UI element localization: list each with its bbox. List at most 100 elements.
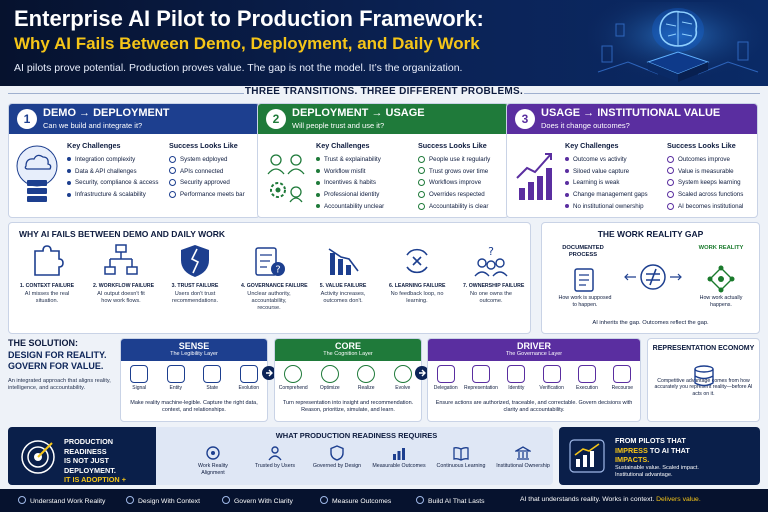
layer-subtitle: The Cognition Layer: [323, 351, 373, 357]
layer-sense: SENSE The Legibility Layer Signal Entity…: [120, 338, 268, 422]
layer-item: Recourse: [605, 365, 639, 391]
gear-icon: [126, 496, 134, 504]
people-question-icon: ?: [474, 245, 508, 277]
challenge-item: Learning is weak: [565, 177, 648, 189]
layer-item-label: Comprehend: [278, 385, 308, 391]
documented-process-title: DOCUMENTED PROCESS: [562, 245, 604, 258]
verification-icon: [542, 365, 561, 383]
work-reality-desc: How work actually happens.: [699, 295, 743, 308]
success-list: Success Looks Like System edployed APIs …: [169, 140, 245, 201]
layer-item: Entity: [159, 365, 193, 391]
comprehend-icon: [284, 365, 303, 383]
bar-chart-icon: [393, 448, 405, 460]
arrow-right-icon: [262, 366, 276, 380]
failure-desc: Activity increases, outcomes don't.: [320, 291, 366, 304]
growth-chart-icon: [516, 153, 552, 200]
transition-title: DEMO → DEPLOYMENT: [43, 107, 170, 119]
blocks-icon: [416, 496, 424, 504]
transition-card-demo-deployment: 1 DEMO → DEPLOYMENT Can we build and int…: [8, 103, 260, 218]
pilot-text-c: TO AI THAT: [649, 445, 690, 455]
footer-tag-highlight: Delivers value.: [656, 496, 701, 503]
success-heading: Success Looks Like: [169, 141, 238, 150]
transition-question: Will people trust and use it?: [292, 121, 385, 130]
challenges-heading: Key Challenges: [565, 141, 619, 150]
documented-process-desc: How work is supposed to happen.: [558, 295, 612, 308]
solution-label: THE SOLUTION:: [8, 338, 78, 348]
rep-title: REPRESENTATION ECONOMY: [652, 345, 755, 352]
footer-item-label: Design With Context: [138, 498, 200, 505]
readiness-item-label: Work Reality Alignment: [198, 463, 228, 476]
layer-header: CORE The Cognition Layer: [275, 339, 421, 361]
pilot-text-impacts: IMPACTS.: [615, 455, 650, 464]
success-item: Security approved: [169, 177, 245, 189]
challenge-item: Outcome vs activity: [565, 154, 648, 166]
success-item: AI becomes institutional: [667, 201, 743, 213]
success-item: System keeps learning: [667, 177, 743, 189]
layer-item: Optimize: [313, 365, 347, 391]
search-icon: [18, 496, 26, 504]
footer-item: Measure Outcomes: [320, 496, 391, 505]
representation-economy-panel: REPRESENTATION ECONOMY Competitive advan…: [647, 338, 760, 422]
success-list: Success Looks Like Outcomes improve Valu…: [667, 140, 743, 213]
failure-modes-panel: WHY AI FAILS BETWEEN DEMO AND DAILY WORK…: [8, 222, 531, 334]
failure-item: 3. TRUST FAILURE Users don't trust recom…: [167, 241, 223, 305]
layer-item-label: Optimize: [319, 385, 340, 391]
layer-items: Comprehend Optimize Realize Evolve: [275, 365, 421, 391]
flowchart-icon: [104, 244, 138, 275]
readiness-item-label: Institutional Ownership: [496, 463, 550, 469]
declining-chart-icon: [328, 248, 359, 275]
layer-footer: Ensure actions are authorized, traceable…: [435, 400, 633, 413]
layer-item: Signal: [122, 365, 156, 391]
layer-name: CORE: [334, 341, 361, 351]
challenges-heading: Key Challenges: [316, 141, 370, 150]
readiness-item-label: Measurable Outcomes: [372, 463, 426, 469]
failure-name: 1. CONTEXT FAILURE: [19, 283, 75, 289]
svg-text:?: ?: [488, 245, 494, 258]
transition-number: 3: [515, 109, 535, 129]
svg-text:?: ?: [275, 265, 280, 276]
target-icon: [21, 440, 55, 474]
page-subtitle: Why AI Fails Between Demo, Deployment, a…: [14, 34, 480, 53]
readiness-item: Institutional Ownership: [496, 445, 550, 470]
failure-desc: Unclear authority, accountability, recou…: [247, 291, 291, 311]
challenges-list: Key Challenges Trust & explainability Wo…: [316, 140, 384, 213]
solution-headline: DESIGN FOR REALITY. GOVERN FOR VALUE.: [8, 350, 107, 371]
transition-header: 2 DEPLOYMENT → USAGE Will people trust a…: [258, 104, 508, 134]
layer-items: Delegation Representation Identity Verif…: [428, 365, 640, 391]
layer-item: Comprehend: [276, 365, 310, 391]
layer-item-label: Delegation: [433, 385, 458, 391]
book-icon: [453, 447, 469, 461]
success-list: Success Looks Like People use it regular…: [418, 140, 490, 213]
challenge-item: Integration complexity: [67, 154, 158, 166]
layer-item: Representation: [464, 365, 498, 391]
realize-icon: [357, 365, 376, 383]
layer-subtitle: The Governance Layer: [505, 351, 563, 357]
success-item: Performance meets bar: [169, 189, 245, 201]
entity-icon: [166, 365, 185, 383]
failure-item: 1. CONTEXT FAILURE AI misses the real si…: [19, 241, 75, 305]
readiness-line-2: IS NOT JUST DEPLOYMENT.: [64, 456, 116, 475]
success-item: System edployed: [169, 154, 245, 166]
layer-driver: DRIVER The Governance Layer Delegation R…: [427, 338, 641, 422]
layer-item-label: Recourse: [611, 385, 633, 391]
cloud-server-icon: [16, 145, 58, 202]
success-item: Accountability is clear: [418, 201, 490, 213]
transition-card-usage-value: 3 USAGE → INSTITUTIONAL VALUE Does it ch…: [506, 103, 758, 218]
readiness-item-label: Continuous Learning: [436, 463, 486, 469]
readiness-line-1: PRODUCTION READINESS: [64, 437, 114, 456]
layer-name: DRIVER: [516, 341, 551, 351]
footer-item-label: Measure Outcomes: [332, 498, 392, 505]
failure-desc: No one owns the outcome.: [470, 291, 512, 304]
broken-loop-icon: [406, 248, 428, 274]
footer-item-label: Understand Work Reality: [30, 498, 106, 505]
evolve-icon: [393, 365, 412, 383]
transition-question: Does it change outcomes?: [541, 121, 630, 130]
readiness-item: Continuous Learning: [434, 445, 488, 470]
layer-item: Realize: [349, 365, 383, 391]
readiness-item: Work Reality Alignment: [186, 445, 240, 476]
page-title: Enterprise AI Pilot to Production Framew…: [14, 6, 484, 31]
layer-item: Execution: [570, 365, 604, 391]
ai-brain-icon: [588, 2, 768, 86]
alignment-icon: [206, 446, 220, 460]
challenge-item: Change management gaps: [565, 189, 648, 201]
